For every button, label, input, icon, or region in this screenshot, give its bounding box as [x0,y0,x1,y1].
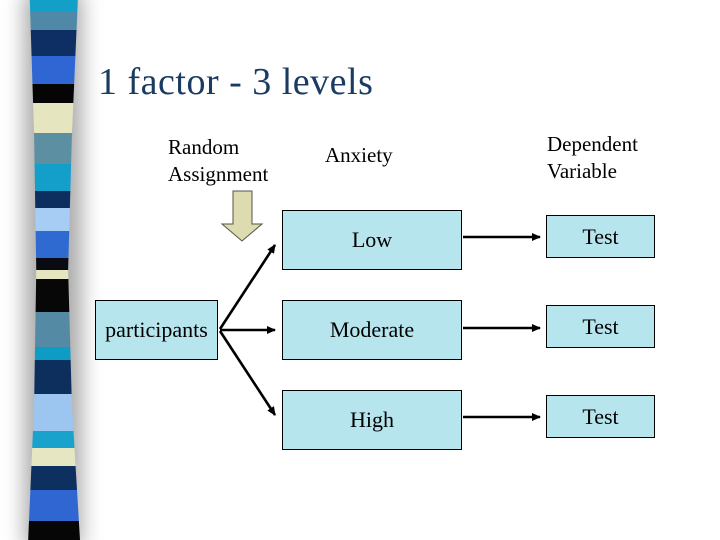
test-box-low: Test [546,215,655,258]
sidebar-stripe [28,84,80,103]
level-box-high: High [282,390,462,450]
level-label: Low [351,227,393,252]
sidebar-stripe [28,521,80,540]
participants-box: participants [95,300,218,360]
column-header-anxiety: Anxiety [325,143,393,167]
sidebar-stripe [28,30,80,56]
level-label: Moderate [329,317,415,342]
down-block-arrow-icon [220,190,264,242]
sidebar-stripe [28,347,80,360]
arrow-participants-to-high [218,330,277,416]
column-header-dependent-variable: Dependent Variable [547,132,638,183]
test-box-high: Test [546,395,655,438]
sidebar-stripe [28,258,80,270]
sidebar-stripe [28,12,80,30]
slide-title: 1 factor - 3 levels [98,61,374,103]
level-box-moderate: Moderate [282,300,462,360]
sidebar-stripe [28,270,80,279]
sidebar-stripe [28,103,80,133]
participants-label: participants [105,317,208,342]
sidebar-stripe [28,191,80,208]
test-box-moderate: Test [546,305,655,348]
column-header-random-assignment: Random Assignment [168,135,269,186]
sidebar-stripe [28,56,80,84]
sidebar-stripe [28,448,80,466]
level-label: High [350,407,394,432]
sidebar-stripe [28,431,80,448]
level-box-low: Low [282,210,462,270]
test-label: Test [582,223,619,249]
sidebar-stripe [28,208,80,231]
test-label: Test [582,403,619,429]
sidebar-stripe [28,0,80,12]
arrow-participants-to-low [218,244,277,330]
sidebar-stripe [28,394,80,431]
sidebar-stripe [28,466,80,490]
test-label: Test [582,313,619,339]
sidebar-stripe [28,490,80,521]
